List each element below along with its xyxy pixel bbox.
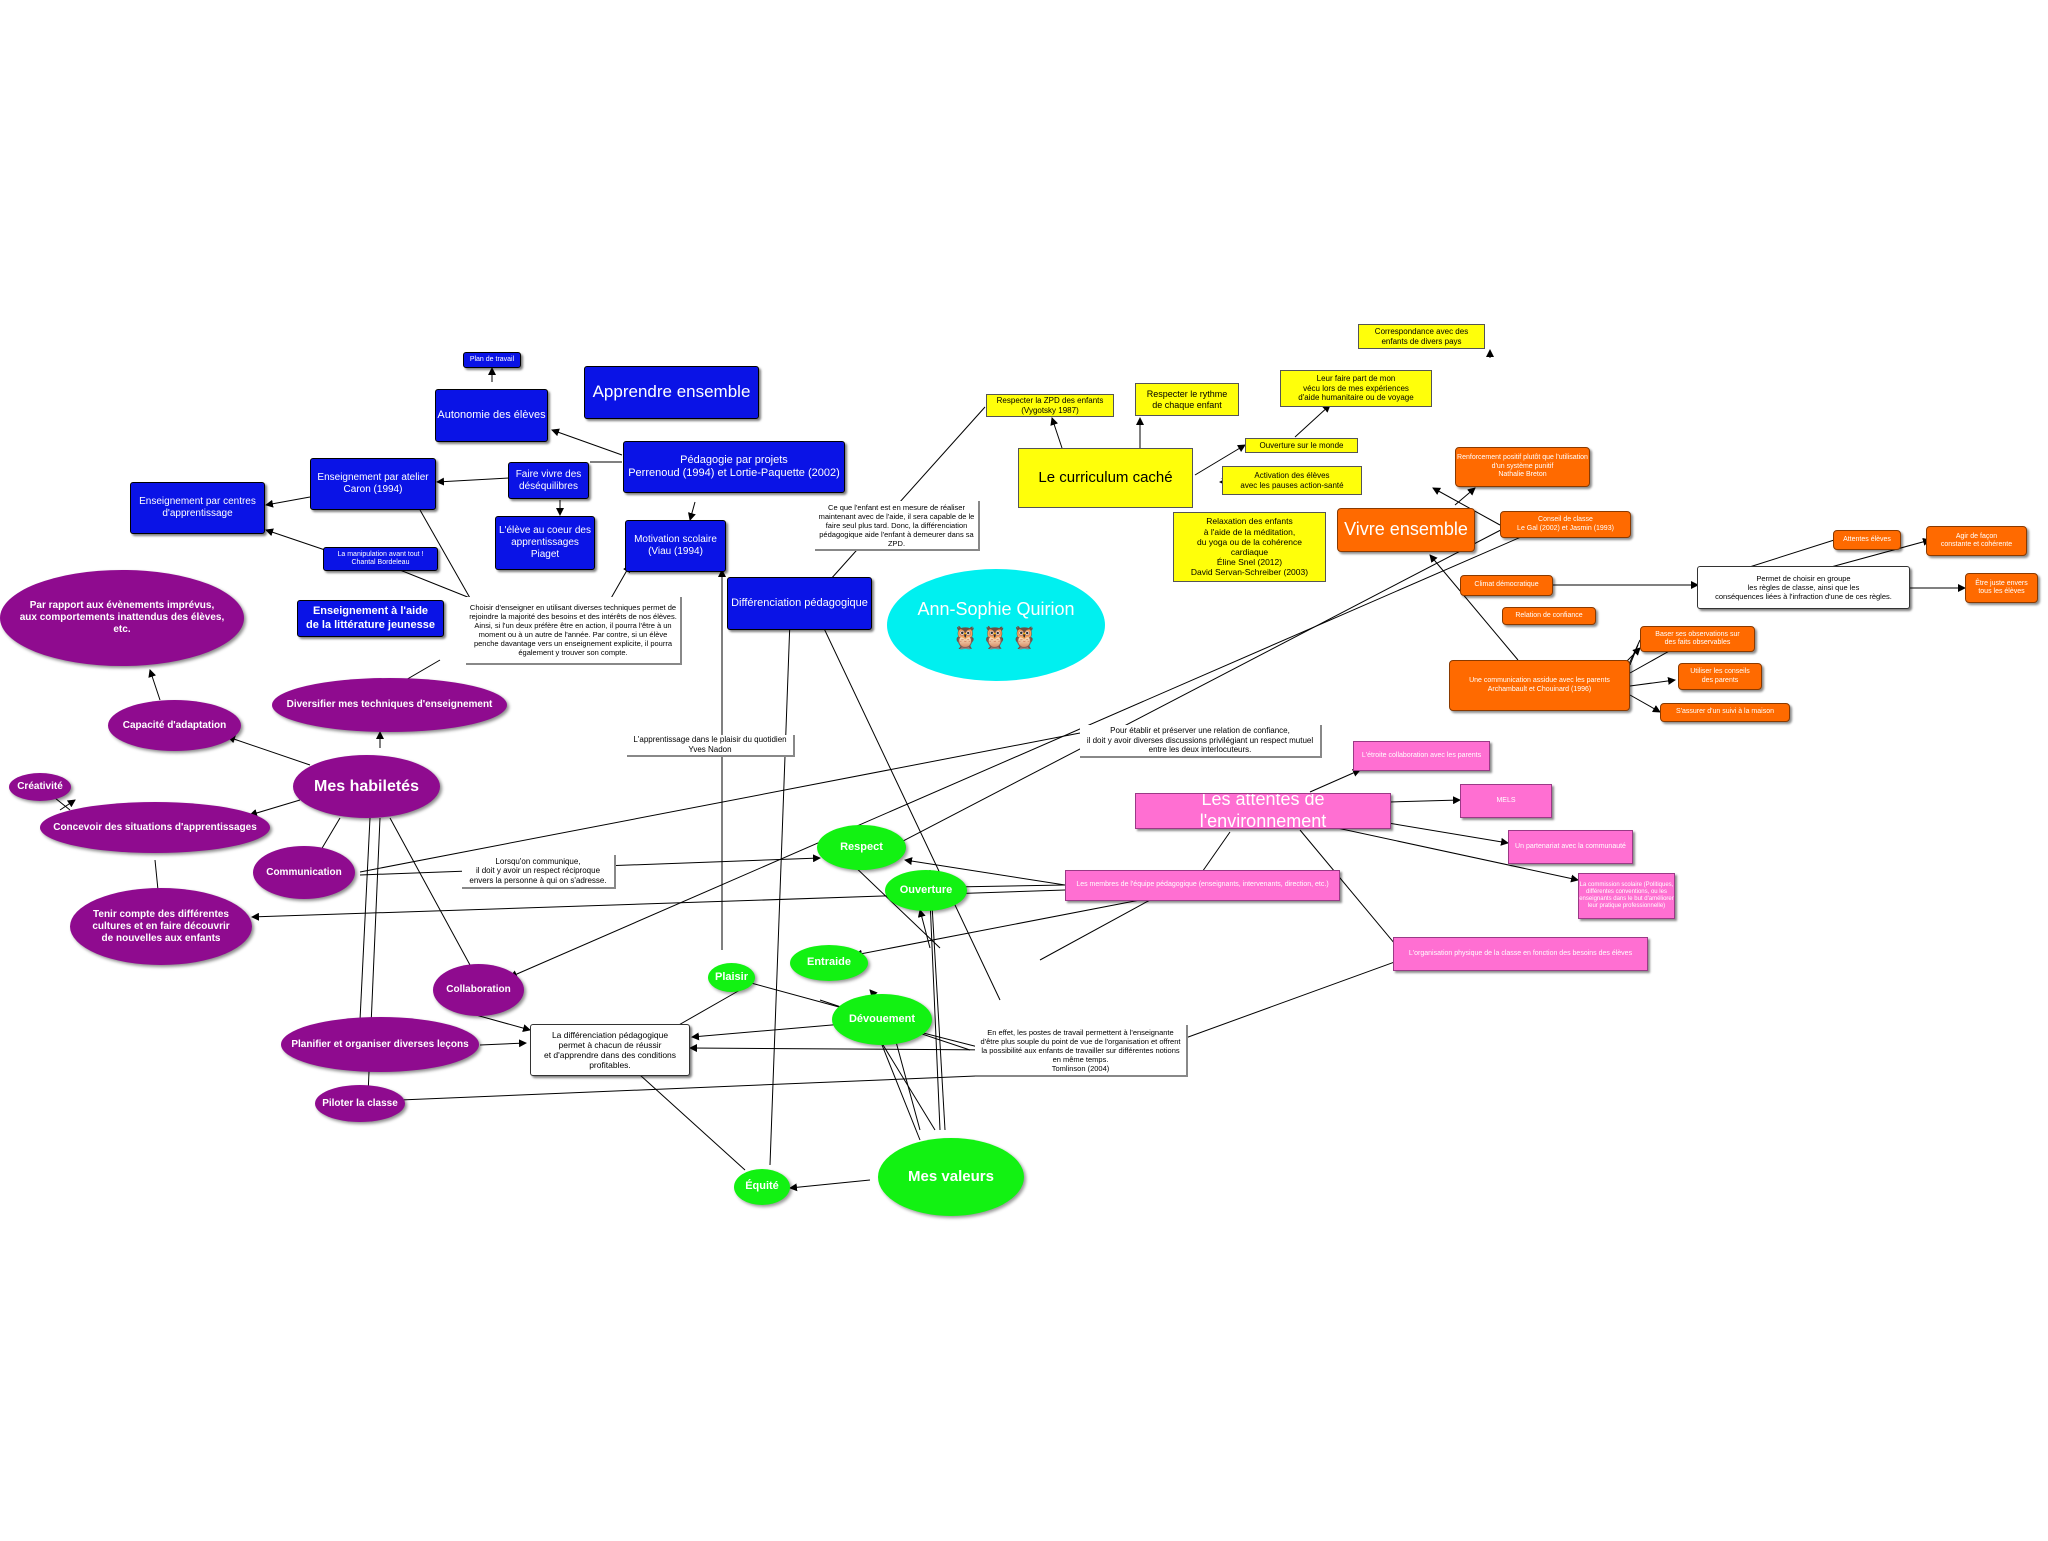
assurer-suivi-node[interactable]: S'assurer d'un suivi à la maison — [1660, 703, 1790, 722]
renforcement-positif-node[interactable]: Renforcement positif plutôt que l'utilis… — [1455, 447, 1590, 487]
evenements-imprevus-node[interactable]: Par rapport aux évènements imprévus, aux… — [0, 570, 244, 666]
relation-mutuelle-note: Pour établir et préserver une relation d… — [1080, 725, 1322, 758]
collaboration-node[interactable]: Collaboration — [433, 964, 524, 1016]
differenciation-pedagogique-node[interactable]: Différenciation pédagogique — [727, 577, 872, 630]
enseignement-centres-node[interactable]: Enseignement par centres d'apprentissage — [130, 482, 265, 534]
planifier-lecons-node[interactable]: Planifier et organiser diverses leçons — [281, 1017, 479, 1072]
membres-equipe-node[interactable]: Les membres de l'équipe pédagogique (ens… — [1065, 870, 1340, 901]
entraide-node[interactable]: Entraide — [790, 945, 868, 981]
etre-juste-node[interactable]: Être juste envers tous les élèves — [1965, 573, 2038, 603]
organisation-physique-node[interactable]: L'organisation physique de la classe en … — [1393, 937, 1648, 971]
capacite-adaptation-node[interactable]: Capacité d'adaptation — [108, 700, 241, 751]
litterature-jeunesse-node[interactable]: Enseignement à l'aide de la littérature … — [297, 600, 444, 637]
piloter-classe-node[interactable]: Piloter la classe — [315, 1085, 405, 1122]
zpd-note: Ce que l'enfant est en mesure de réalise… — [815, 501, 980, 551]
agir-constante-node[interactable]: Agir de façon constante et cohérente — [1926, 526, 2027, 556]
baser-observations-node[interactable]: Baser ses observations sur des faits obs… — [1640, 626, 1755, 652]
apprentissage-plaisir-note: L'apprentissage dans le plaisir du quoti… — [627, 735, 795, 757]
diversifier-techniques-node[interactable]: Diversifier mes techniques d'enseignemen… — [272, 678, 507, 732]
ouverture-monde-node[interactable]: Ouverture sur le monde — [1245, 438, 1358, 453]
pedagogie-projets-node[interactable]: Pédagogie par projets Perrenoud (1994) e… — [623, 441, 845, 493]
manipulation-avant-tout-node[interactable]: La manipulation avant tout ! Chantal Bor… — [323, 547, 438, 571]
author-title-ellipse: Ann-Sophie Quirion 🦉🦉🦉 — [887, 569, 1105, 681]
relation-confiance-node[interactable]: Relation de confiance — [1502, 607, 1596, 625]
autonomie-eleves-node[interactable]: Autonomie des élèves — [435, 389, 548, 442]
respect-node[interactable]: Respect — [817, 825, 906, 870]
climat-democratique-node[interactable]: Climat démocratique — [1460, 575, 1553, 596]
motivation-scolaire-node[interactable]: Motivation scolaire (Viau (1994) — [625, 520, 726, 572]
relaxation-node[interactable]: Relaxation des enfants à l'aide de la mé… — [1173, 512, 1326, 582]
author-name: Ann-Sophie Quirion — [917, 599, 1075, 619]
differenciation-chacun-node[interactable]: La différenciation pédagogique permet à … — [530, 1024, 690, 1076]
eleve-coeur-apprentissages-node[interactable]: L'élève au coeur des apprentissages Piag… — [495, 516, 595, 570]
choisir-enseigner-note: Choisir d'enseigner en utilisant diverse… — [466, 597, 682, 665]
partenariat-communaute-node[interactable]: Un partenariat avec la communauté — [1508, 830, 1633, 864]
mes-habiletes-node[interactable]: Mes habiletés — [293, 755, 440, 818]
utiliser-conseils-node[interactable]: Utiliser les conseils des parents — [1678, 663, 1762, 690]
plaisir-node[interactable]: Plaisir — [708, 963, 755, 992]
enseignement-atelier-node[interactable]: Enseignement par atelier Caron (1994) — [310, 458, 436, 510]
owl-icons: 🦉🦉🦉 — [951, 624, 1041, 650]
faire-vivre-desequilibres-node[interactable]: Faire vivre des déséquilibres — [508, 462, 589, 499]
curriculum-cache-node[interactable]: Le curriculum caché — [1018, 448, 1193, 508]
tenir-compte-cultures-node[interactable]: Tenir compte des différentes cultures et… — [70, 888, 252, 965]
communication-node[interactable]: Communication — [253, 846, 355, 899]
equite-node[interactable]: Équité — [734, 1169, 790, 1205]
apprendre-ensemble-node[interactable]: Apprendre ensemble — [584, 366, 759, 419]
leur-faire-part-node[interactable]: Leur faire part de mon vécu lors de mes … — [1280, 370, 1432, 407]
lorsquon-communique-note: Lorsqu'on communique, il doit y avoir un… — [462, 855, 616, 889]
creativite-node[interactable]: Créativité — [9, 773, 71, 801]
respecter-zpd-node[interactable]: Respecter la ZPD des enfants (Vygotsky 1… — [986, 394, 1114, 417]
attentes-eleves-node[interactable]: Attentes élèves — [1833, 530, 1901, 550]
mes-valeurs-node[interactable]: Mes valeurs — [878, 1138, 1024, 1216]
commission-scolaire-node[interactable]: La commission scolaire (Politiques, diff… — [1578, 873, 1675, 919]
vivre-ensemble-node[interactable]: Vivre ensemble — [1337, 508, 1475, 552]
correspondance-node[interactable]: Correspondance avec des enfants de diver… — [1358, 324, 1485, 349]
concevoir-situations-node[interactable]: Concevoir des situations d'apprentissage… — [40, 802, 270, 853]
attentes-environnement-node[interactable]: Les attentes de l'environnement — [1135, 793, 1391, 829]
ouverture-node[interactable]: Ouverture — [885, 870, 967, 911]
devouement-node[interactable]: Dévouement — [832, 994, 932, 1045]
communication-parents-node[interactable]: Une communication assidue avec les paren… — [1449, 660, 1630, 711]
postes-travail-note: En effet, les postes de travail permette… — [975, 1025, 1188, 1077]
mels-node[interactable]: MELS — [1460, 784, 1552, 818]
plan-de-travail-node[interactable]: Plan de travail — [463, 352, 521, 368]
respecter-rythme-node[interactable]: Respecter le rythme de chaque enfant — [1135, 383, 1239, 416]
etroite-collaboration-node[interactable]: L'étroite collaboration avec les parents — [1353, 741, 1490, 771]
activation-eleves-node[interactable]: Activation des élèves avec les pauses ac… — [1222, 466, 1362, 495]
conseil-classe-node[interactable]: Conseil de classe Le Gal (2002) et Jasmi… — [1500, 511, 1631, 538]
permet-choisir-node[interactable]: Permet de choisir en groupe les règles d… — [1697, 566, 1910, 609]
